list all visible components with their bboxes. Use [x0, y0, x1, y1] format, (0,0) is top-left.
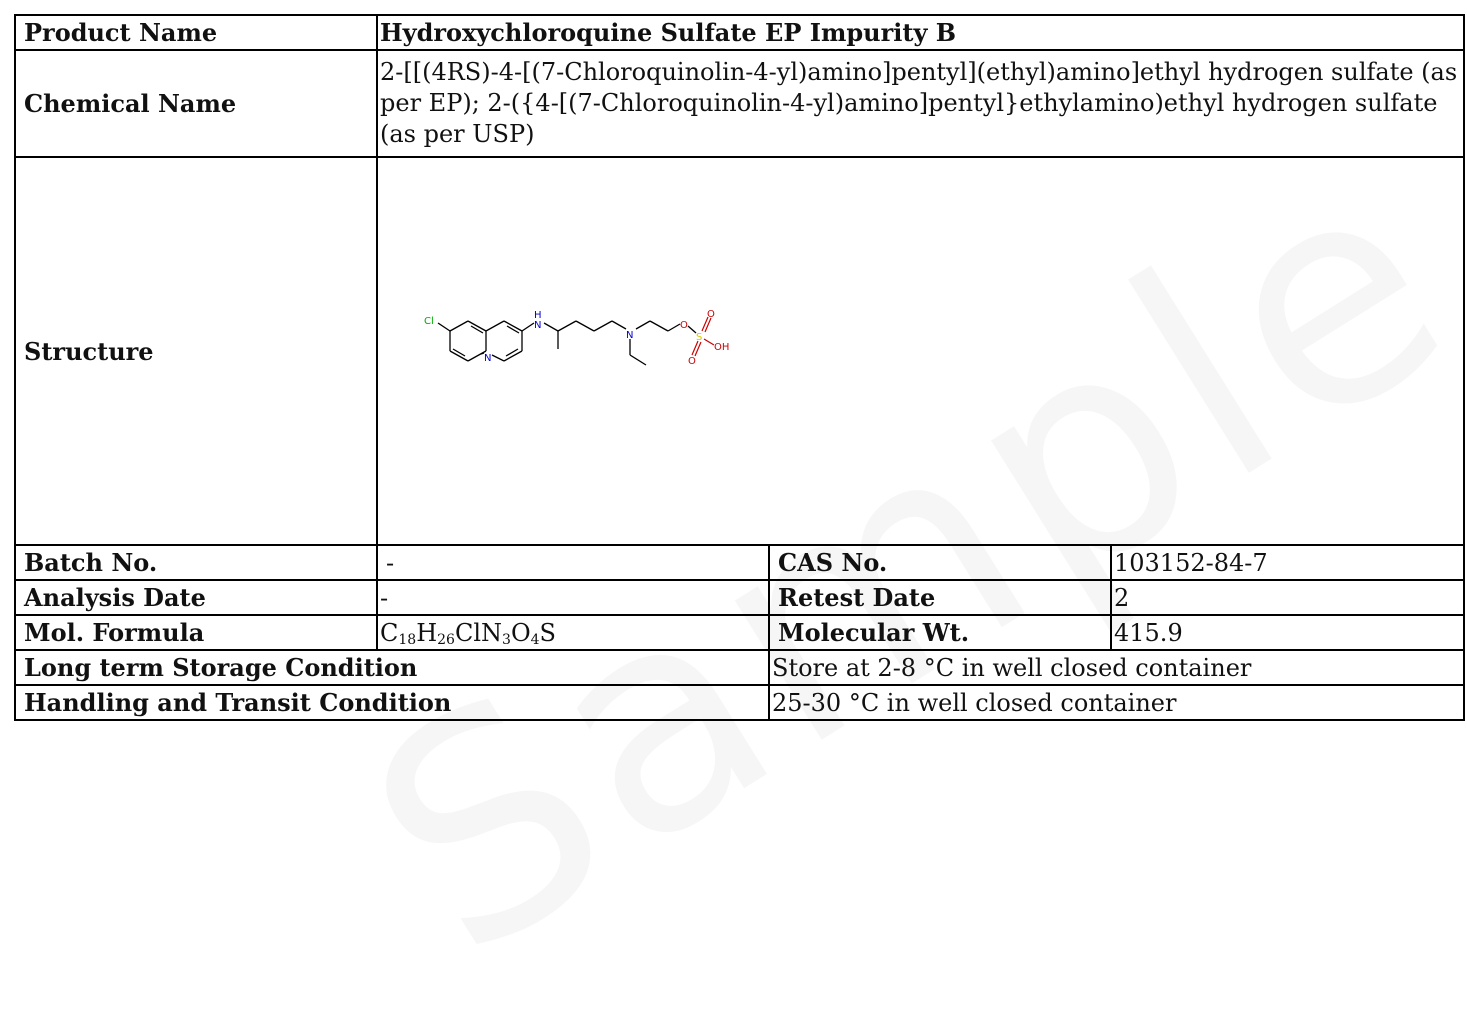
cas-value: 103152-84-7: [1109, 544, 1466, 581]
storage-value: Store at 2-8 °C in well closed container: [767, 649, 1466, 686]
chemical-name-value: 2-[[(4RS)-4-[(7-Chloroquinolin-4-yl)amin…: [375, 49, 1466, 158]
handling-label: Handling and Transit Condition: [14, 684, 770, 721]
retest-label: Retest Date: [768, 579, 1112, 616]
atom-o1: O: [680, 320, 688, 331]
atom-o3: O: [688, 356, 696, 367]
row-formula: Mol. Formula C18H26ClN3O4S Molecular Wt.…: [14, 614, 1466, 651]
row-chemical-name: Chemical Name 2-[[(4RS)-4-[(7-Chloroquin…: [14, 49, 1466, 158]
coa-table: Product Name Hydroxychloroquine Sulfate …: [14, 14, 1466, 721]
atom-o2: O: [707, 309, 715, 320]
atom-n-ring: N: [484, 353, 491, 364]
structure-image: Cl H N N N O S O O OH: [424, 309, 729, 367]
formula-label: Mol. Formula: [14, 614, 378, 651]
atom-cl: Cl: [424, 316, 434, 327]
row-storage: Long term Storage Condition Store at 2-8…: [14, 649, 1466, 686]
atom-s: S: [696, 332, 702, 343]
atom-n-chain: N: [626, 330, 633, 341]
structure-label: Structure: [14, 156, 378, 546]
formula-value: C18H26ClN3O4S: [376, 614, 770, 651]
mw-value: 415.9: [1109, 614, 1466, 651]
atom-n-amine: N: [534, 320, 541, 331]
batch-value: -: [376, 544, 770, 581]
row-handling: Handling and Transit Condition 25-30 °C …: [14, 684, 1466, 721]
cas-label: CAS No.: [768, 544, 1112, 581]
atom-oh: OH: [714, 342, 729, 353]
product-name-label: Product Name: [14, 14, 378, 51]
analysis-label: Analysis Date: [14, 579, 378, 616]
row-product-name: Product Name Hydroxychloroquine Sulfate …: [14, 14, 1466, 51]
mw-label: Molecular Wt.: [768, 614, 1112, 651]
storage-label: Long term Storage Condition: [14, 649, 770, 686]
handling-value: 25-30 °C in well closed container: [767, 684, 1466, 721]
row-batch: Batch No. - CAS No. 103152-84-7: [14, 544, 1466, 581]
retest-value: 2: [1109, 579, 1466, 616]
atom-nh-h: H: [534, 310, 542, 321]
chemical-name-label: Chemical Name: [14, 49, 378, 158]
row-analysis: Analysis Date - Retest Date 2: [14, 579, 1466, 616]
coa-page: Sample COA Product Name Hydroxychloroqui…: [14, 14, 1466, 721]
batch-label: Batch No.: [14, 544, 378, 581]
row-structure: Structure: [14, 156, 1466, 546]
structure-cell: Cl H N N N O S O O OH: [375, 156, 1466, 546]
analysis-value: -: [376, 579, 770, 616]
product-name-value: Hydroxychloroquine Sulfate EP Impurity B: [375, 14, 1466, 51]
